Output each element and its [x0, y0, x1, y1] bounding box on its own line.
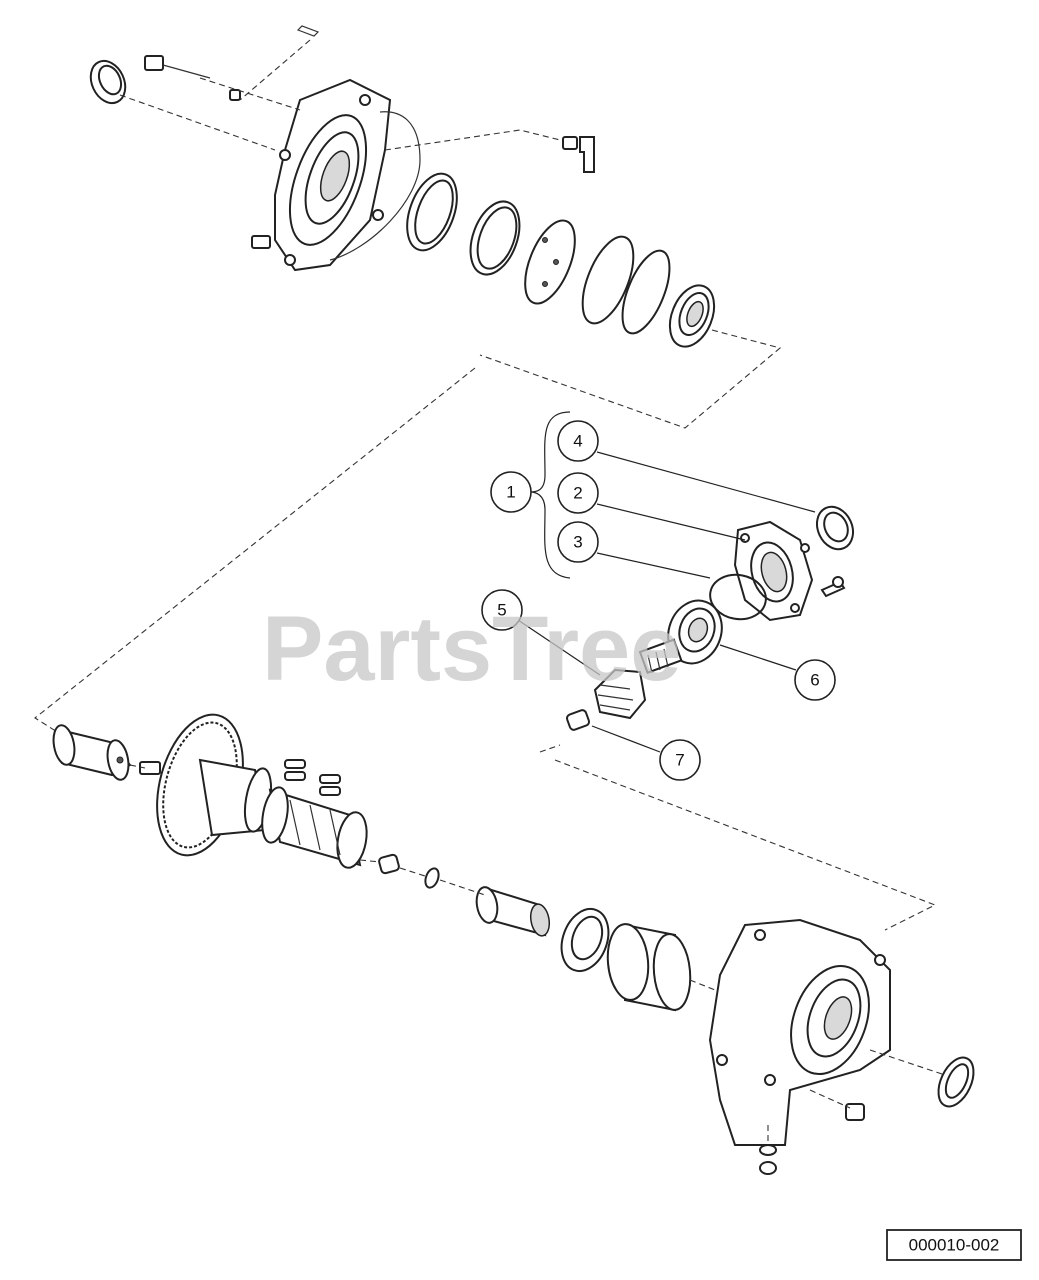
callout-7: 7 [659, 739, 701, 781]
upper-ring-1 [406, 172, 458, 252]
upper-ring-2 [469, 200, 521, 276]
callout-5-label: 5 [497, 601, 506, 620]
guide-line-right [539, 744, 561, 753]
callout-4: 4 [557, 420, 599, 462]
part-4-seal [816, 505, 854, 551]
lower-nuts [759, 1144, 777, 1175]
lower-drain-plug [845, 1103, 865, 1121]
upper-seal-ring [89, 59, 127, 105]
watermark-text: PartsTree [262, 598, 681, 700]
callout-2: 2 [557, 472, 599, 514]
callout-4-label: 4 [573, 432, 582, 451]
part-2-bearing-housing [733, 520, 846, 622]
upper-housing-cover [251, 78, 421, 272]
part-6-bearing [667, 599, 723, 665]
upper-assembly [89, 25, 782, 429]
lower-bushing [378, 853, 400, 875]
guide-line-mid [554, 759, 937, 931]
upper-thrust-washer [524, 219, 576, 305]
lower-spacer-sleeve [52, 724, 132, 781]
lower-ring-gear [139, 713, 273, 857]
upper-snap-ring-1 [581, 235, 635, 325]
callout-6-label: 6 [810, 671, 819, 690]
callout-6: 6 [794, 659, 836, 701]
callout-7-label: 7 [675, 751, 684, 770]
guide-line-left [34, 367, 476, 736]
lower-clip [424, 867, 440, 889]
callout-1-label: 1 [506, 483, 515, 502]
callout-5: 5 [481, 589, 523, 631]
callout-3: 3 [557, 521, 599, 563]
part-3-o-ring [709, 573, 767, 621]
lower-bearing [560, 908, 610, 972]
lower-main-housing [708, 918, 891, 1146]
callout-2-label: 2 [573, 484, 582, 503]
lower-coupling-sleeve [475, 886, 551, 937]
upper-small-fasteners [144, 25, 595, 173]
callout-1: 1 [490, 471, 532, 513]
lower-differential-cage [261, 759, 368, 869]
lower-assembly [52, 713, 975, 1175]
reference-code-label: 000010-002 [909, 1236, 1000, 1255]
lower-seal-ring [937, 1056, 975, 1108]
part-7-pin [565, 709, 591, 731]
upper-bearing [668, 284, 716, 348]
lower-large-sleeve [606, 923, 692, 1012]
middle-assembly: 1 2 3 4 5 6 7 [481, 411, 854, 781]
callout-3-label: 3 [573, 533, 582, 552]
upper-snap-ring-2 [621, 249, 671, 335]
part-5-pinion-gear [593, 638, 683, 720]
reference-code-box: 000010-002 [886, 1229, 1022, 1261]
